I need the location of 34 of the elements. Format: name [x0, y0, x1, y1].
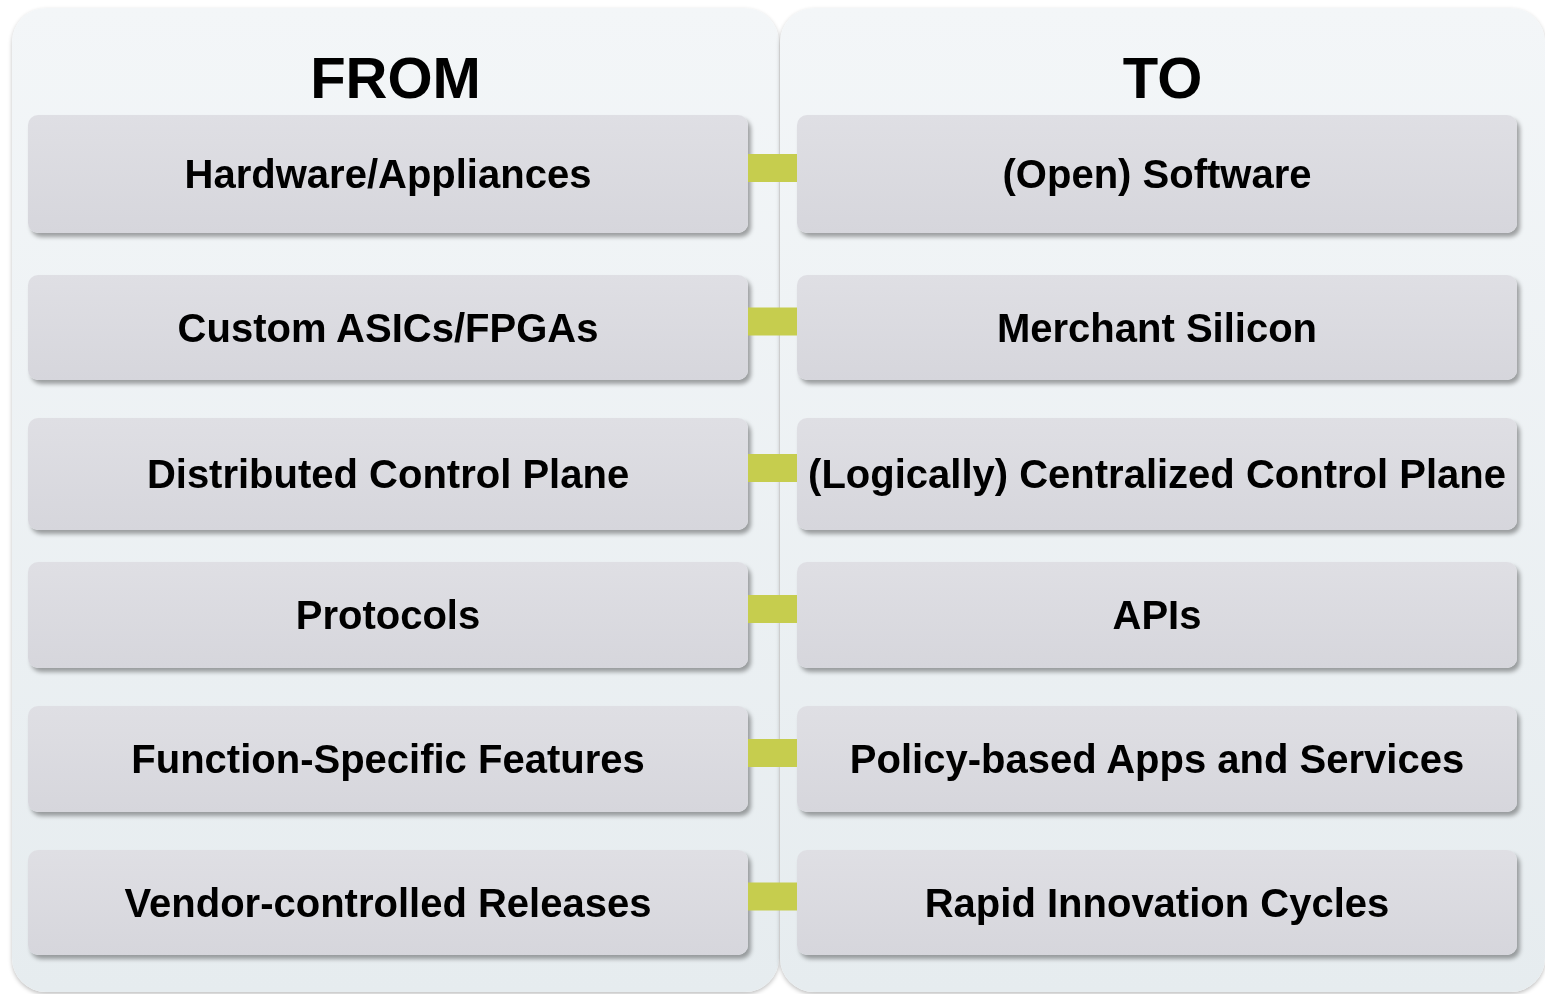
item-box — [797, 275, 1517, 380]
item-label: (Logically) Centralized Control Plane — [808, 451, 1506, 497]
item-label: Merchant Silicon — [996, 304, 1318, 351]
column-heading: FROM — [309, 46, 482, 110]
item-label: Protocols — [295, 592, 481, 638]
connector-bar — [748, 882, 797, 911]
column-panel — [780, 8, 1545, 992]
item-box — [28, 850, 748, 955]
item-label: Custom ASICs/FPGAs — [177, 304, 599, 351]
connector-bar — [748, 454, 797, 482]
item-label: APIs — [1112, 592, 1202, 638]
connector-bar — [748, 595, 797, 623]
item-box — [28, 706, 748, 812]
item-box — [797, 562, 1517, 668]
item-box — [28, 275, 748, 380]
item-box — [797, 115, 1517, 233]
item-box — [797, 418, 1517, 530]
item-label: Hardware/Appliances — [184, 151, 592, 197]
column-heading: TO — [1121, 46, 1204, 110]
connector-bar — [748, 154, 797, 182]
item-label: Distributed Control Plane — [146, 451, 630, 497]
connector-bar — [748, 739, 797, 767]
item-box — [28, 418, 748, 530]
item-box — [797, 706, 1517, 812]
item-box — [28, 115, 748, 233]
item-label: Function-Specific Features — [131, 736, 645, 782]
column-panel — [12, 8, 779, 992]
connector-bar — [748, 307, 797, 336]
item-box — [28, 562, 748, 668]
item-label: (Open) Software — [1002, 151, 1312, 197]
item-label: Rapid Innovation Cycles — [924, 879, 1390, 926]
item-box — [797, 850, 1517, 955]
item-label: Policy-based Apps and Services — [849, 736, 1465, 782]
item-label: Vendor-controlled Releases — [124, 879, 652, 926]
